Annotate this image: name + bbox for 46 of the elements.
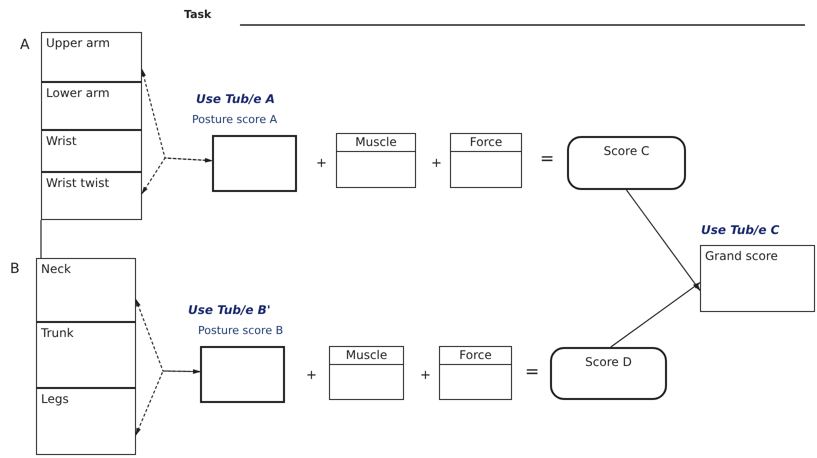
box-title: Muscle <box>337 134 415 152</box>
plus-sign: + <box>420 368 431 383</box>
equals-sign: = <box>525 362 540 382</box>
task-label: Task <box>184 8 212 21</box>
body-part-cell <box>36 322 136 388</box>
plus-sign: + <box>431 156 442 171</box>
box-title: Force <box>440 347 511 365</box>
score-box <box>329 346 404 400</box>
body-part-label: Neck <box>41 262 71 276</box>
body-part-cell <box>41 32 142 82</box>
body-part-label: Trunk <box>41 326 74 340</box>
box-title: Muscle <box>330 347 403 365</box>
score-heading: Posture score A <box>192 113 278 126</box>
body-part-label: Lower arm <box>46 86 110 100</box>
box-title: Score D <box>584 355 633 369</box>
body-part-cell <box>36 388 136 455</box>
body-part-cell <box>41 172 142 220</box>
body-part-label: Wrist <box>46 134 77 148</box>
equals-sign: = <box>540 149 554 169</box>
box-title: Force <box>451 134 521 152</box>
score-total-box <box>550 347 667 400</box>
box-title: Score C <box>602 144 650 158</box>
table-instruction: Use Tub/e A <box>196 92 275 106</box>
section-letter: A <box>20 37 30 53</box>
body-part-label: Wrist twist <box>46 176 110 190</box>
score-box <box>336 133 416 188</box>
arrow <box>610 282 701 348</box>
arrow <box>136 369 201 436</box>
body-part-label: Legs <box>41 392 69 406</box>
connector-line <box>40 220 42 258</box>
body-part-cell <box>36 258 136 322</box>
body-part-label: Grand score <box>705 249 778 263</box>
arrow <box>626 190 700 292</box>
body-part-label: Upper arm <box>46 36 110 50</box>
arrow <box>142 157 213 194</box>
score-box <box>439 346 512 400</box>
score-total-box <box>567 136 686 190</box>
score-box <box>450 133 522 188</box>
body-part-cell <box>41 130 142 172</box>
score-heading: Posture score B <box>198 324 284 337</box>
table-instruction: Use Tub/e B' <box>188 303 270 317</box>
body-part-cell <box>41 82 142 130</box>
plus-sign: + <box>306 368 317 383</box>
plus-sign: + <box>316 156 327 171</box>
table-instruction: Use Tub/e C <box>701 223 780 237</box>
section-letter: B <box>10 261 20 277</box>
